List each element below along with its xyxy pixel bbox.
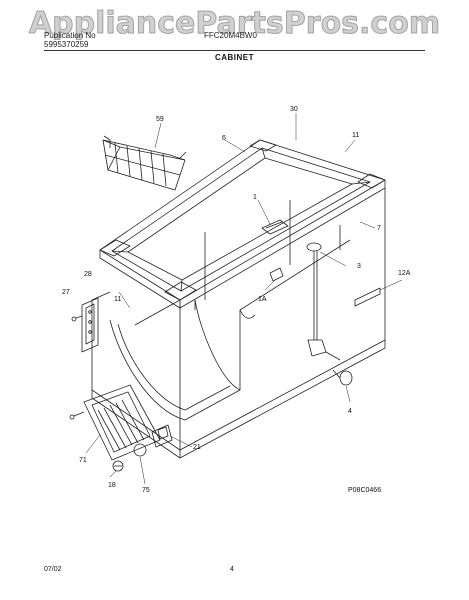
watermark: AppliancePartsPros.com xyxy=(28,6,441,42)
callout-18: 18 xyxy=(108,482,116,489)
callout-6: 6 xyxy=(222,135,226,142)
callout-11-top: 11 xyxy=(352,132,359,139)
callout-11-left: 11 xyxy=(114,296,121,303)
callout-1A: 1A xyxy=(258,296,267,303)
nameplate xyxy=(354,287,381,307)
callout-12A: 12A xyxy=(398,270,411,277)
model-number: FFC20M4BW0 xyxy=(204,31,257,40)
callout-3: 3 xyxy=(357,263,361,270)
cabinet-body xyxy=(91,188,386,459)
callout-71: 71 xyxy=(79,457,87,464)
footer-date: 07/02 xyxy=(44,566,62,573)
callout-7: 7 xyxy=(377,225,381,232)
footer-page-number: 4 xyxy=(230,566,234,573)
publication-number: 5995370259 xyxy=(44,40,89,49)
control-box xyxy=(151,424,173,448)
strike-plate xyxy=(269,267,284,282)
section-title: CABINET xyxy=(214,53,255,62)
callout-27: 27 xyxy=(62,289,70,296)
callout-30: 30 xyxy=(290,106,298,113)
leader-lines xyxy=(85,113,403,485)
hinge-bracket xyxy=(71,297,99,353)
kick-grille xyxy=(69,384,161,461)
callout-4: 4 xyxy=(348,408,352,415)
drain-cap xyxy=(332,369,353,386)
callout-59: 59 xyxy=(156,116,164,123)
figure-id: P08C0466 xyxy=(348,487,381,494)
callout-75: 75 xyxy=(142,487,150,494)
mounting-screw xyxy=(112,460,124,472)
callout-28: 28 xyxy=(84,271,92,278)
publication-label: Publication No xyxy=(44,31,96,40)
wire-basket xyxy=(102,135,187,191)
publication-info: Publication No 5995370259 xyxy=(44,31,96,49)
callout-21: 21 xyxy=(193,444,201,451)
callout-1: 1 xyxy=(253,194,257,201)
drain-assembly xyxy=(306,242,341,361)
lid-latch xyxy=(261,219,289,235)
header-rule xyxy=(44,50,425,51)
lid-frame xyxy=(99,139,386,309)
